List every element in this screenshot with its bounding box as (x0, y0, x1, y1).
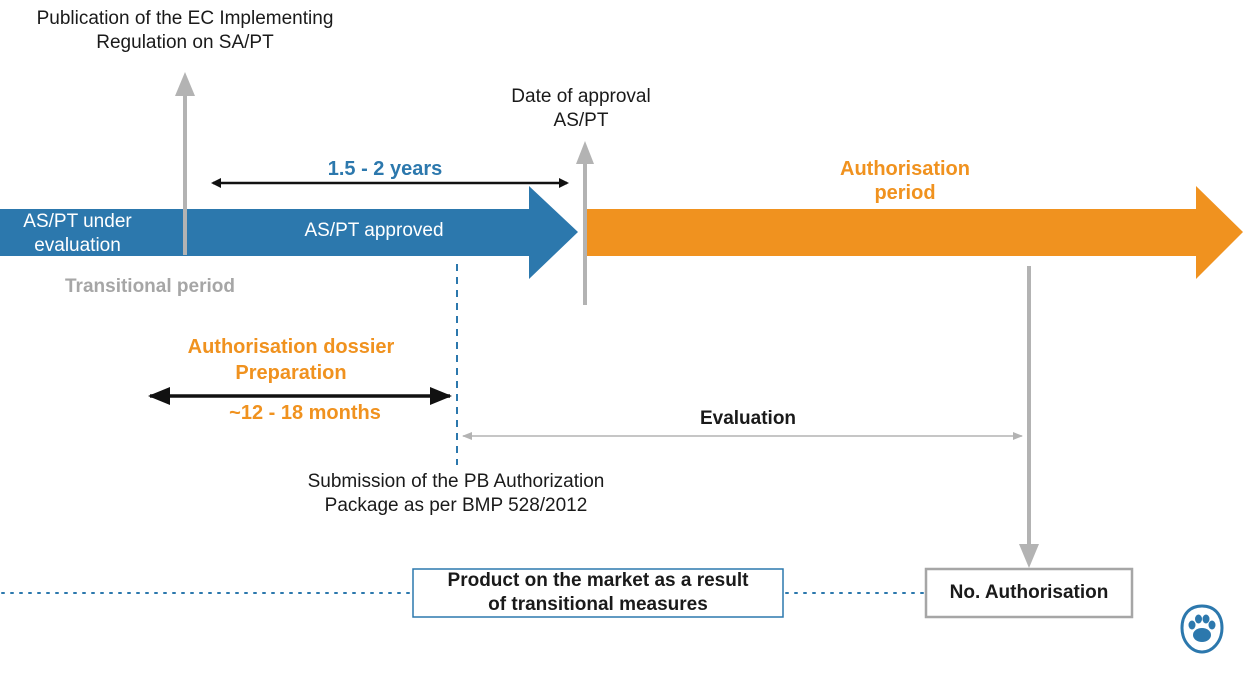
under-evaluation-label: AS/PT under evaluation (0, 210, 155, 258)
publication-label-line-2: Regulation on SA/PT (96, 32, 274, 53)
dossier-preparation-line-1: Authorisation dossier (187, 336, 395, 358)
date-of-approval-line-1: Date of approval (511, 86, 651, 107)
publication-label-line-1: Publication of the EC Implementing (36, 8, 334, 29)
authorisation-period-line-1: Authorisation (840, 158, 970, 180)
blue-timeline-arrow (0, 186, 578, 279)
date-of-approval-line-2: AS/PT (553, 110, 609, 131)
product-on-market-line-1: Product on the market as a result (447, 570, 749, 591)
transitional-period-label: Transitional period (65, 276, 235, 297)
submission-line-2: Package as per BMP 528/2012 (324, 495, 588, 516)
no-authorisation-arrowhead (1019, 544, 1039, 568)
submission-label: Submission of the PB Authorization Packa… (256, 470, 656, 518)
publication-label: Publication of the EC Implementing Regul… (5, 7, 365, 55)
no-authorisation-box: No. Authorisation (929, 572, 1129, 614)
approved-label: AS/PT approved (304, 220, 444, 241)
date-of-approval-label: Date of approval AS/PT (481, 85, 681, 133)
approval-arrowhead (576, 141, 594, 164)
under-evaluation-line-1: AS/PT under (23, 211, 132, 232)
under-evaluation-line-2: evaluation (34, 235, 121, 256)
submission-line-1: Submission of the PB Authorization (307, 471, 605, 492)
authorisation-period-label: Authorisation period (805, 157, 1005, 205)
dossier-preparation-label: Authorisation dossier Preparation (156, 334, 426, 386)
dossier-preparation-line-2: Preparation (235, 362, 347, 384)
orange-authorisation-arrow (587, 186, 1243, 279)
publication-arrowhead (175, 72, 195, 96)
months-duration-label: ~12 - 18 months (229, 402, 381, 424)
authorisation-period-line-2: period (874, 182, 936, 204)
product-on-market-line-2: of transitional measures (488, 594, 708, 615)
years-duration-label: 1.5 - 2 years (327, 158, 443, 180)
paw-print-icon (1180, 604, 1224, 654)
evaluation-label: Evaluation (699, 408, 797, 429)
product-on-market-box: Product on the market as a result of tra… (415, 570, 781, 615)
